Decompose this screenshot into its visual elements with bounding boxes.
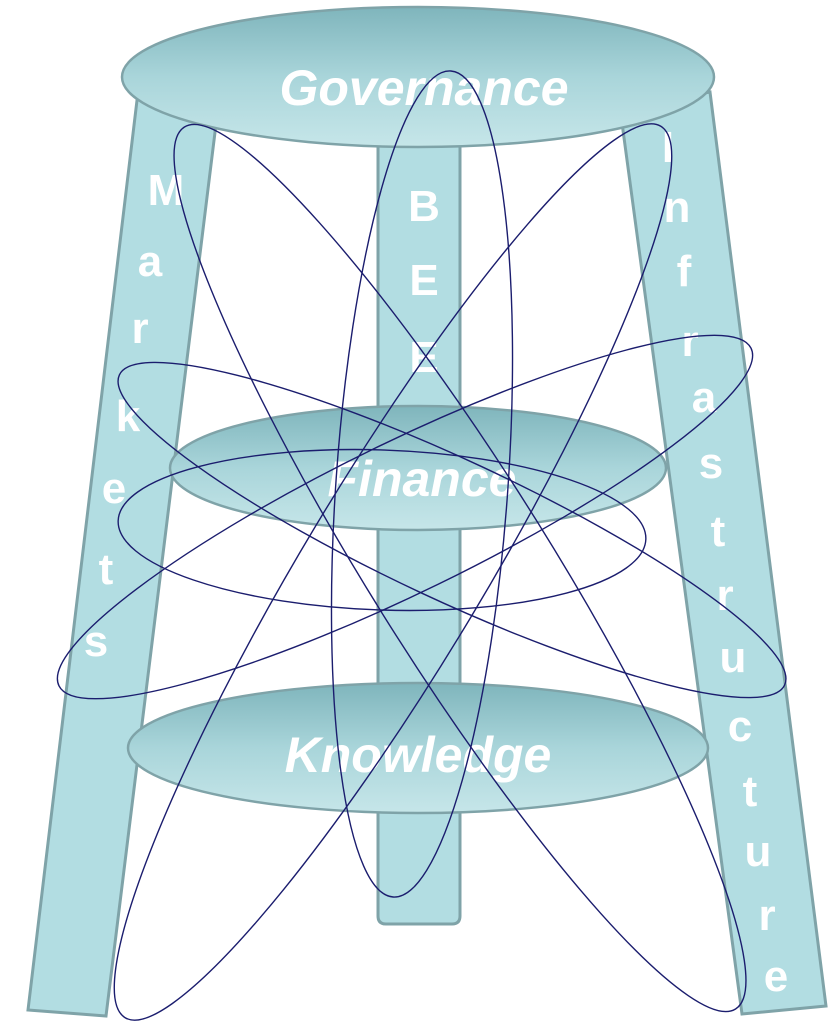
leg-left-letter: r [131, 304, 148, 353]
leg-right-letter: f [677, 247, 692, 296]
leg-right-letter: u [720, 633, 747, 682]
leg-right-letter: t [711, 507, 726, 556]
leg-center-letter: E [409, 256, 438, 305]
leg-right-letter: u [745, 827, 772, 876]
leg-left-letter: a [138, 237, 163, 286]
leg-right-letter: t [743, 767, 758, 816]
leg-right-letter: c [728, 702, 752, 751]
leg-left-letter: t [99, 545, 114, 594]
leg-right-letter: e [764, 952, 788, 1001]
leg-left-letter: s [84, 617, 108, 666]
leg-left-letter: e [102, 464, 126, 513]
leg-left-letter: k [116, 392, 141, 441]
seat-top: Governance [122, 7, 714, 147]
leg-right-letter: r [758, 891, 775, 940]
seat-bottom-label: Knowledge [285, 727, 552, 783]
leg-right-letter: s [699, 439, 723, 488]
leg-center-letter: B [408, 182, 440, 231]
leg-right-letter: a [692, 373, 717, 422]
leg-center-label: B E E [408, 182, 440, 382]
seat-middle: Finance [170, 406, 666, 530]
leg-right-letter: I [662, 123, 674, 172]
leg-right-letter: r [681, 317, 698, 366]
